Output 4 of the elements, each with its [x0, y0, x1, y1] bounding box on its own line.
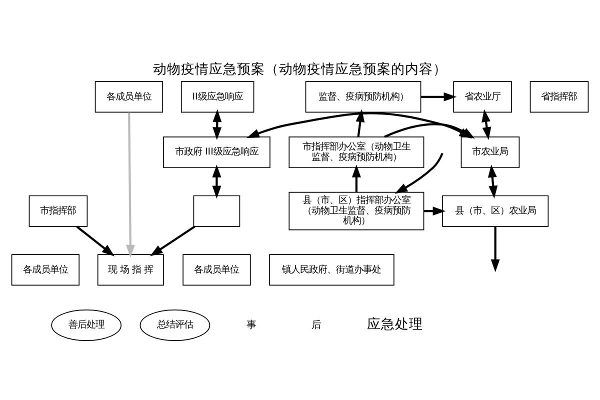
label: 应急处理 [366, 316, 423, 332]
label: 后 [311, 320, 322, 331]
diagram-title: 动物疫情应急预案（动物疫情应急预案的内容） [153, 62, 447, 78]
label: 事 [246, 320, 257, 331]
